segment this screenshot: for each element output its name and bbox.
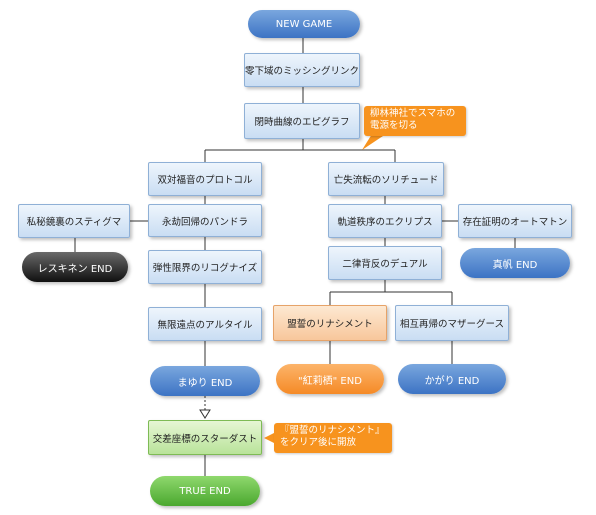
node-cross-coordinate[interactable]: 交差座標のスターダスト [148, 420, 262, 455]
node-antinomy[interactable]: 二律背反のデュアル [328, 246, 442, 280]
ending-kurisu[interactable]: "紅莉栖" END [276, 364, 384, 394]
note-yanagibayashi: 柳林神社でスマホの 電源を切る [364, 106, 466, 136]
node-eternal-recurrence[interactable]: 永劫回帰のパンドラ [148, 204, 262, 237]
node-private-mirror[interactable]: 私秘鏡裏のスティグマ [18, 204, 130, 238]
node-mutual-recursion[interactable]: 相互再帰のマザーグース [395, 305, 509, 341]
node-dual-gospel[interactable]: 双対福音のプロトコル [148, 162, 262, 196]
node-lost-flux[interactable]: 亡失流転のソリチュード [328, 162, 444, 196]
note-unlock-line2: をクリア後に開放 [280, 437, 357, 448]
new-game-node[interactable]: NEW GAME [248, 10, 360, 38]
note-yanagibayashi-line1: 柳林神社でスマホの [370, 108, 456, 119]
node-elastic-limit[interactable]: 弾性限界のリコグナイズ [148, 250, 262, 284]
callout-pointer-yanagibayashi [362, 134, 386, 150]
ending-kagari[interactable]: かがり END [398, 364, 506, 394]
ending-maho[interactable]: 真帆 END [460, 248, 570, 278]
arrow-into-n14 [199, 409, 211, 419]
ending-true[interactable]: TRUE END [150, 476, 260, 506]
node-infinite-point[interactable]: 無限遠点のアルタイル [148, 307, 262, 341]
node-existence-proof[interactable]: 存在証明のオートマトン [458, 204, 572, 238]
callout-pointer-unlock [264, 433, 274, 443]
note-unlock: 『盟誓のリナシメント』 をクリア後に開放 [274, 423, 392, 453]
node-orbital-order[interactable]: 軌道秩序のエクリプス [328, 204, 442, 238]
ending-mayuri[interactable]: まゆり END [150, 366, 260, 396]
note-yanagibayashi-line2: 電源を切る [370, 120, 418, 131]
ending-rescue[interactable]: レスキネン END [22, 252, 128, 282]
node-oath-renascence[interactable]: 盟誓のリナシメント [273, 305, 387, 341]
node-zero-domain[interactable]: 零下域のミッシングリンク [244, 53, 360, 87]
node-closed-curve[interactable]: 閉時曲線のエピグラフ [244, 103, 360, 139]
note-unlock-line1: 『盟誓のリナシメント』 [280, 425, 385, 436]
